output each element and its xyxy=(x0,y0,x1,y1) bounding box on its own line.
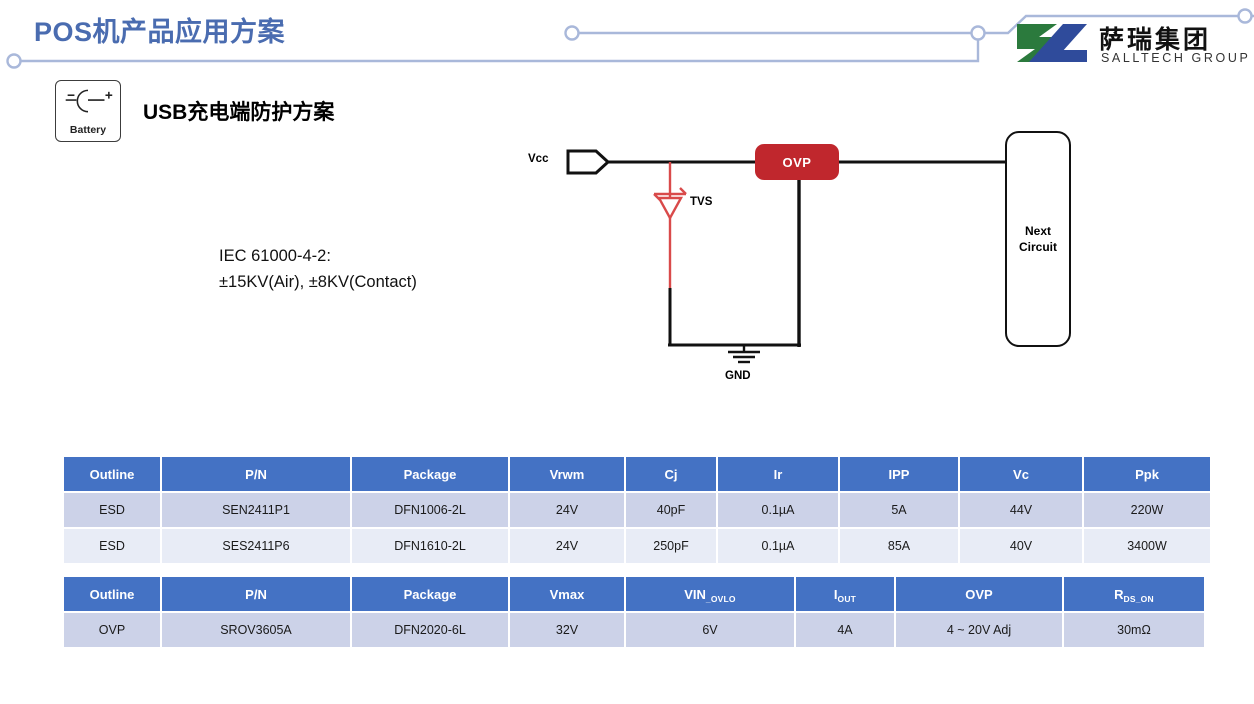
col-header: P/N xyxy=(162,577,350,611)
cell: 3400W xyxy=(1084,529,1210,563)
trace-node-mid xyxy=(564,25,580,41)
cell: 24V xyxy=(510,529,624,563)
col-header: Vc xyxy=(960,457,1082,491)
table-row: OVP SROV3605A DFN2020-6L 32V 6V 4A 4 ~ 2… xyxy=(64,613,1204,647)
page-title: POS机产品应用方案 xyxy=(34,17,286,47)
cell: 4A xyxy=(796,613,894,647)
cell: 30mΩ xyxy=(1064,613,1204,647)
col-header-vin-ovlo: VIN_OVLO xyxy=(626,577,794,611)
logo-chinese-name: 萨瑞集团 xyxy=(1099,25,1212,54)
cell: SES2411P6 xyxy=(162,529,350,563)
col-header: Package xyxy=(352,577,508,611)
table-header-row: Outline P/N Package Vrwm Cj Ir IPP Vc Pp… xyxy=(64,457,1210,491)
col-header: Ir xyxy=(718,457,838,491)
col-header: IPP xyxy=(840,457,958,491)
iec-standard-note: IEC 61000-4-2: ±15KV(Air), ±8KV(Contact) xyxy=(219,244,417,295)
col-header: Ppk xyxy=(1084,457,1210,491)
battery-icon xyxy=(65,89,113,113)
cell: 250pF xyxy=(626,529,716,563)
cell: SROV3605A xyxy=(162,613,350,647)
cell: ESD xyxy=(64,493,160,527)
col-header-rdson: RDS_ON xyxy=(1064,577,1204,611)
section-heading: USB充电端防护方案 xyxy=(143,96,334,126)
next-circuit-line-2: Circuit xyxy=(1018,240,1057,254)
company-logo: 萨瑞集团 SALLTECH GROUP xyxy=(1013,18,1248,72)
iec-note-line-2: ±15KV(Air), ±8KV(Contact) xyxy=(219,272,417,291)
vcc-label: Vcc xyxy=(528,153,549,165)
cell: 24V xyxy=(510,493,624,527)
cell: DFN1610-2L xyxy=(352,529,508,563)
trace-node-left xyxy=(6,53,22,69)
table-row: ESD SEN2411P1 DFN1006-2L 24V 40pF 0.1µA … xyxy=(64,493,1210,527)
protection-schematic: Vcc TVS GND OVP Next Circuit xyxy=(520,120,1120,410)
cell: 0.1µA xyxy=(718,493,838,527)
battery-icon-label: Battery xyxy=(69,124,107,136)
col-header: OVP xyxy=(896,577,1062,611)
ovp-spec-table: Outline P/N Package Vmax VIN_OVLO IOUT O… xyxy=(62,575,1206,649)
col-header: Cj xyxy=(626,457,716,491)
vcc-terminal-symbol xyxy=(566,149,611,175)
cell: 0.1µA xyxy=(718,529,838,563)
col-header: Vrwm xyxy=(510,457,624,491)
cell: 44V xyxy=(960,493,1082,527)
cell: 220W xyxy=(1084,493,1210,527)
cell: 6V xyxy=(626,613,794,647)
esd-spec-table: Outline P/N Package Vrwm Cj Ir IPP Vc Pp… xyxy=(62,455,1212,565)
section-heading-cn: 充电端防护方案 xyxy=(187,100,335,124)
next-circuit-block: Next Circuit xyxy=(1005,131,1071,347)
next-circuit-line-1: Next xyxy=(1024,223,1051,238)
iec-note-line-1: IEC 61000-4-2: xyxy=(219,247,331,265)
logo-english-name: SALLTECH GROUP xyxy=(1101,51,1251,65)
cell: 85A xyxy=(840,529,958,563)
salltech-logo-mark xyxy=(1017,24,1087,62)
ovp-component-block: OVP xyxy=(755,144,839,180)
col-header: P/N xyxy=(162,457,350,491)
table-row: ESD SES2411P6 DFN1610-2L 24V 250pF 0.1µA… xyxy=(64,529,1210,563)
tvs-diode-icon xyxy=(656,196,684,221)
table-header-row: Outline P/N Package Vmax VIN_OVLO IOUT O… xyxy=(64,577,1204,611)
col-header: Outline xyxy=(64,577,160,611)
cell: OVP xyxy=(64,613,160,647)
battery-icon-card: Battery xyxy=(55,80,121,142)
section-heading-latin: USB xyxy=(143,101,188,124)
cell: 40pF xyxy=(626,493,716,527)
cell: DFN2020-6L xyxy=(352,613,508,647)
col-header: Outline xyxy=(64,457,160,491)
cell: DFN1006-2L xyxy=(352,493,508,527)
tvs-label: TVS xyxy=(690,196,713,208)
cell: SEN2411P1 xyxy=(162,493,350,527)
cell: 5A xyxy=(840,493,958,527)
schematic-wires xyxy=(566,149,1007,364)
col-header-iout: IOUT xyxy=(796,577,894,611)
col-header: Package xyxy=(352,457,508,491)
cell: ESD xyxy=(64,529,160,563)
trace-node-right xyxy=(970,25,986,41)
cell: 4 ~ 20V Adj xyxy=(896,613,1062,647)
gnd-label: GND xyxy=(725,370,751,382)
cell: 32V xyxy=(510,613,624,647)
col-header: Vmax xyxy=(510,577,624,611)
cell: 40V xyxy=(960,529,1082,563)
